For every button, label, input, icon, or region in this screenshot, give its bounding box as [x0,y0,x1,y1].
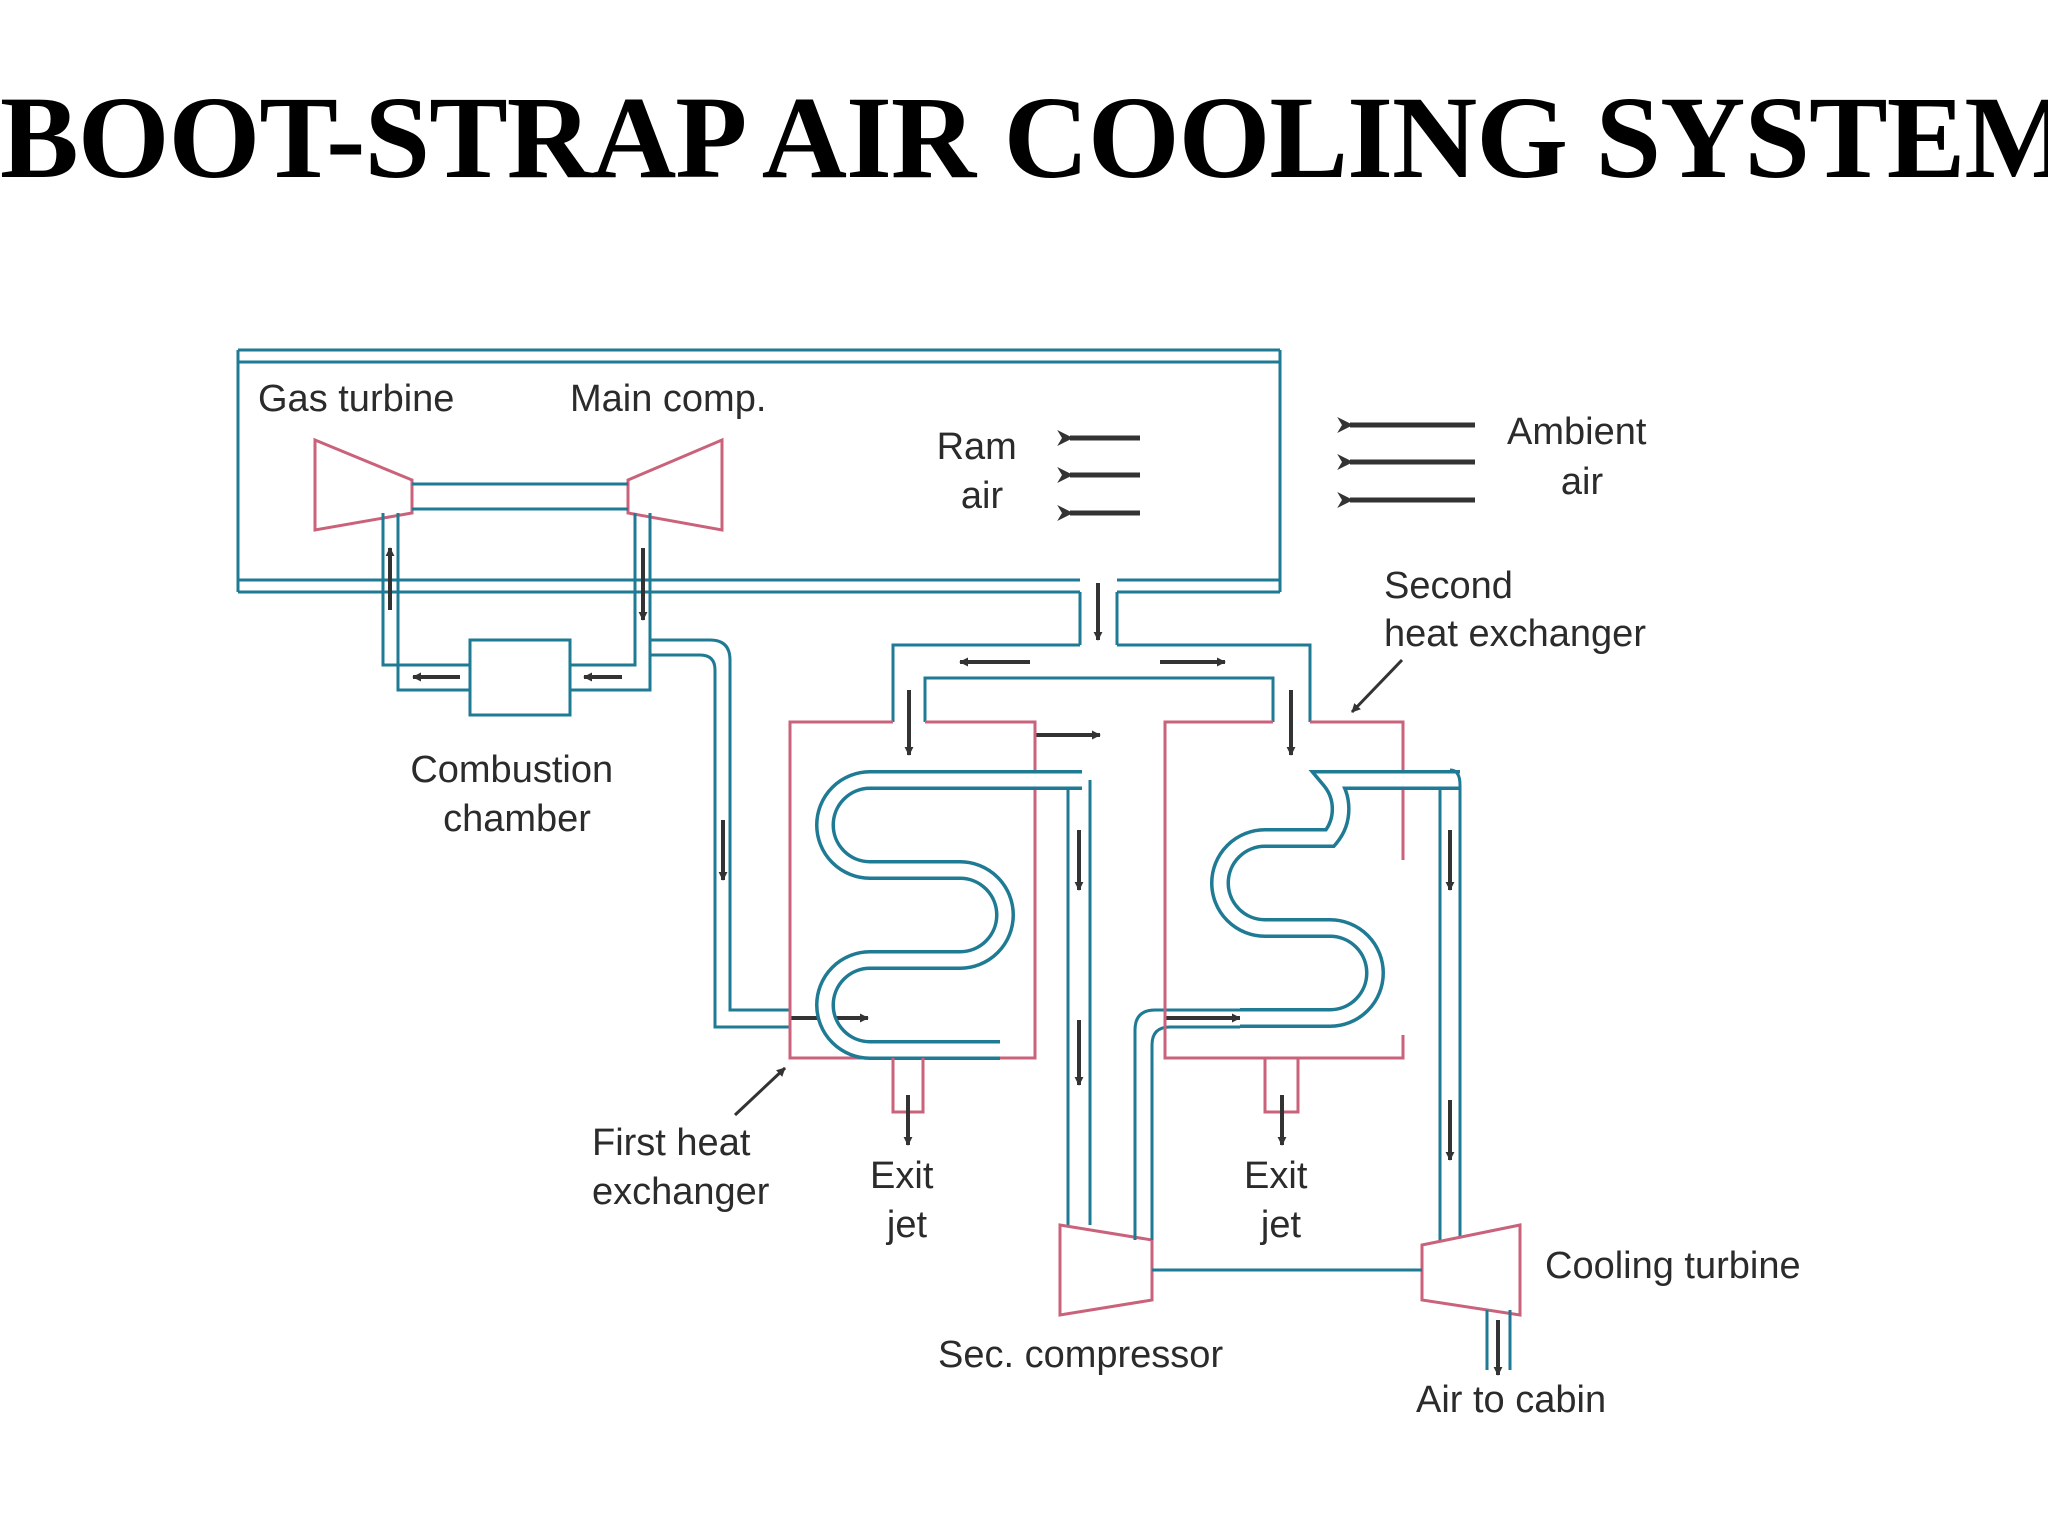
first-heat-exchanger-icon [788,720,1082,1060]
ambient-air-arrows [1337,417,1475,508]
second-exit-jet [1263,1058,1300,1146]
ambient-air-label-line2: air [1561,461,1604,503]
exit-jet-1-label-line1: Exit [870,1155,934,1197]
air-to-cabin-label: Air to cabin [1416,1379,1606,1421]
exit-jet-2-label-line2: jet [1260,1204,1302,1246]
exit-jet-1-label-line2: jet [886,1204,928,1246]
second-hx-outlet-pipe [1438,768,1462,1245]
ram-air-flow-arrows [1057,430,1140,521]
second-heat-exchanger-label-line2: heat exchanger [1384,613,1646,655]
ram-air-label-line2: air [961,475,1004,517]
engine-nacelle [236,348,1282,594]
combustion-chamber-label-line1: Combustion [410,749,613,791]
main-compressor-icon [626,437,724,532]
first-heat-exchanger-label-line2: exchanger [592,1171,770,1213]
air-to-cabin-outlet [1485,1310,1512,1376]
gas-turbine-icon [313,437,414,532]
bleed-air-pipe [650,638,790,1029]
leader-lines [733,658,1404,1117]
ram-air-label-line1: Ram [937,426,1017,468]
exit-jet-1-label: Exit jet [870,1155,944,1246]
ram-air-intake [891,592,1312,722]
secondary-compressor-outlet-pipe [1133,1008,1240,1240]
first-hx-outlet-pipe [1066,780,1092,1225]
engine-shaft [412,482,628,511]
bleed-air-arrows [718,820,869,1023]
combustion-chamber-icon [381,513,652,717]
ram-air-label: Ram air [937,426,1028,517]
page-title: BOOT-STRAP AIR COOLING SYSTEM [0,72,2048,203]
cooling-turbine-label: Cooling turbine [1545,1245,1801,1287]
first-heat-exchanger-label: First heat exchanger [592,1122,770,1213]
combustion-chamber-label-line2: chamber [443,798,591,840]
cooling-turbine-icon [1420,1223,1522,1317]
exit-jet-2-label: Exit jet [1244,1155,1318,1246]
second-heat-exchanger-label-line1: Second [1384,565,1513,607]
combustion-chamber-label: Combustion chamber [410,749,623,840]
main-comp-label: Main comp. [570,378,766,420]
second-heat-exchanger-label: Second heat exchanger [1384,565,1646,655]
ambient-air-label: Ambient air [1507,411,1657,503]
combustion-flow-arrows [385,547,648,682]
exit-jet-2-label-line1: Exit [1244,1155,1308,1197]
ambient-air-label-line1: Ambient [1507,411,1647,453]
secondary-compressor-icon [1058,1223,1154,1317]
first-heat-exchanger-label-line1: First heat [592,1122,751,1164]
second-heat-exchanger-icon [1163,720,1460,1060]
gas-turbine-label: Gas turbine [258,378,454,420]
first-exit-jet [891,1058,925,1146]
ram-air-arrows [904,583,1296,756]
sec-compressor-label: Sec. compressor [938,1334,1223,1376]
